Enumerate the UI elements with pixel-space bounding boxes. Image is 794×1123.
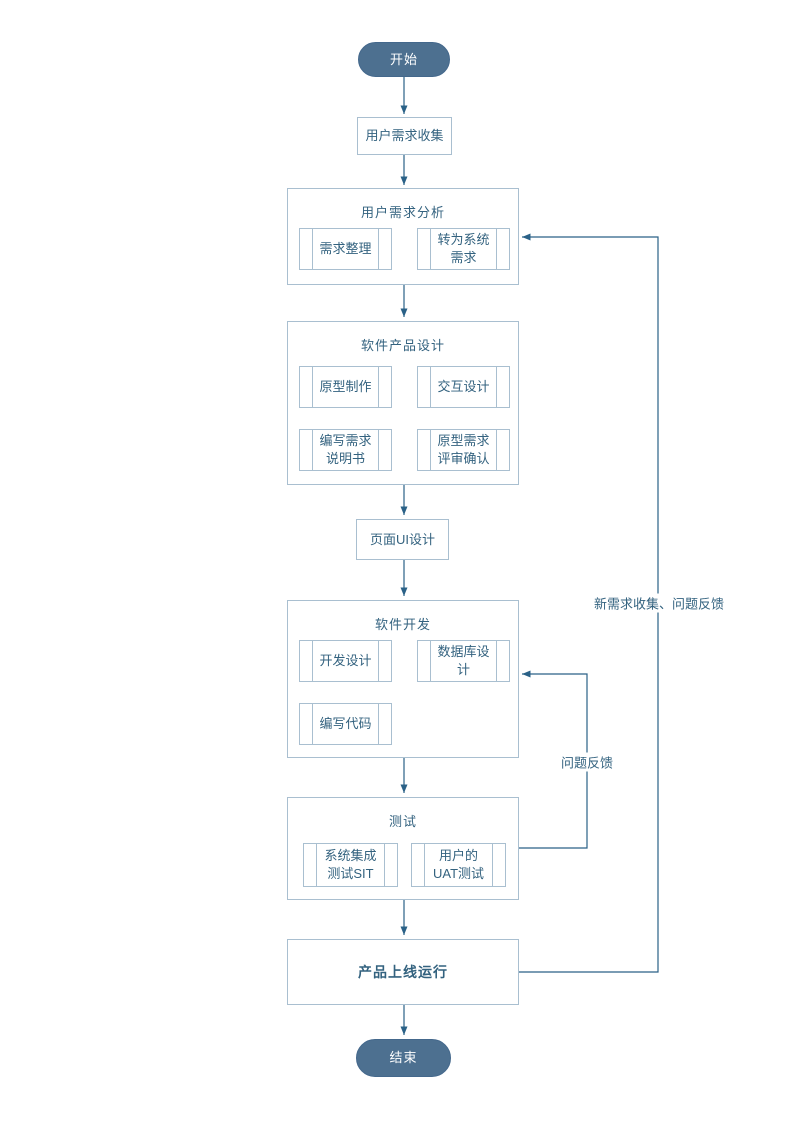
node-prototype-review-confirm-label: 原型需求 评审确认 [437, 433, 490, 466]
node-user-requirements-collection-label: 用户需求收集 [365, 128, 444, 144]
container-software-development: 软件开发 开发设计 数据库设 计 编写代码 [287, 600, 519, 758]
node-uat-testing-label: 用户的 UAT测试 [432, 848, 485, 881]
container-software-product-design-title: 软件产品设计 [360, 338, 445, 353]
node-page-ui-design: 页面UI设计 [356, 519, 449, 560]
node-uat-testing: 用户的 UAT测试 [411, 843, 506, 887]
node-write-code-label: 编写代码 [319, 716, 372, 732]
node-sit-testing: 系统集成 测试SIT [303, 843, 398, 887]
start-terminal-label: 开始 [389, 51, 418, 67]
node-development-design-label: 开发设计 [319, 653, 372, 669]
node-interaction-design-label: 交互设计 [437, 379, 490, 395]
node-prototype-making-label: 原型制作 [319, 379, 372, 395]
container-software-development-title: 软件开发 [374, 617, 431, 632]
node-write-requirements-spec: 编写需求 说明书 [299, 429, 392, 471]
node-convert-to-system-requirements-label: 转为系统 需求 [437, 232, 490, 265]
node-write-code: 编写代码 [299, 703, 392, 745]
edge-label-new-requirements-feedback: 新需求收集、问题反馈 [590, 593, 728, 613]
node-page-ui-design-label: 页面UI设计 [369, 531, 435, 547]
end-terminal-label: 结束 [389, 1050, 418, 1066]
node-sit-testing-label: 系统集成 测试SIT [324, 848, 377, 881]
node-development-design: 开发设计 [299, 640, 392, 682]
node-requirements-sorting: 需求整理 [299, 228, 392, 270]
container-testing-title: 测试 [388, 814, 417, 829]
edge-label-problem-feedback: 问题反馈 [557, 752, 617, 772]
node-user-requirements-collection: 用户需求收集 [357, 117, 452, 155]
container-user-requirements-analysis-title: 用户需求分析 [360, 205, 445, 220]
node-prototype-review-confirm: 原型需求 评审确认 [417, 429, 510, 471]
container-user-requirements-analysis: 用户需求分析 需求整理 转为系统 需求 [287, 188, 519, 285]
node-write-requirements-spec-label: 编写需求 说明书 [319, 433, 372, 466]
node-convert-to-system-requirements: 转为系统 需求 [417, 228, 510, 270]
end-terminal: 结束 [356, 1039, 451, 1077]
node-database-design-label: 数据库设 计 [437, 644, 490, 677]
node-interaction-design: 交互设计 [417, 366, 510, 408]
node-database-design: 数据库设 计 [417, 640, 510, 682]
node-product-launch-label: 产品上线运行 [358, 963, 448, 980]
container-software-product-design: 软件产品设计 原型制作 交互设计 编写需求 说明书 原型需求 评审确认 [287, 321, 519, 485]
start-terminal: 开始 [358, 42, 450, 77]
node-prototype-making: 原型制作 [299, 366, 392, 408]
node-product-launch: 产品上线运行 [287, 939, 519, 1005]
node-requirements-sorting-label: 需求整理 [319, 241, 372, 257]
container-testing: 测试 系统集成 测试SIT 用户的 UAT测试 [287, 797, 519, 900]
